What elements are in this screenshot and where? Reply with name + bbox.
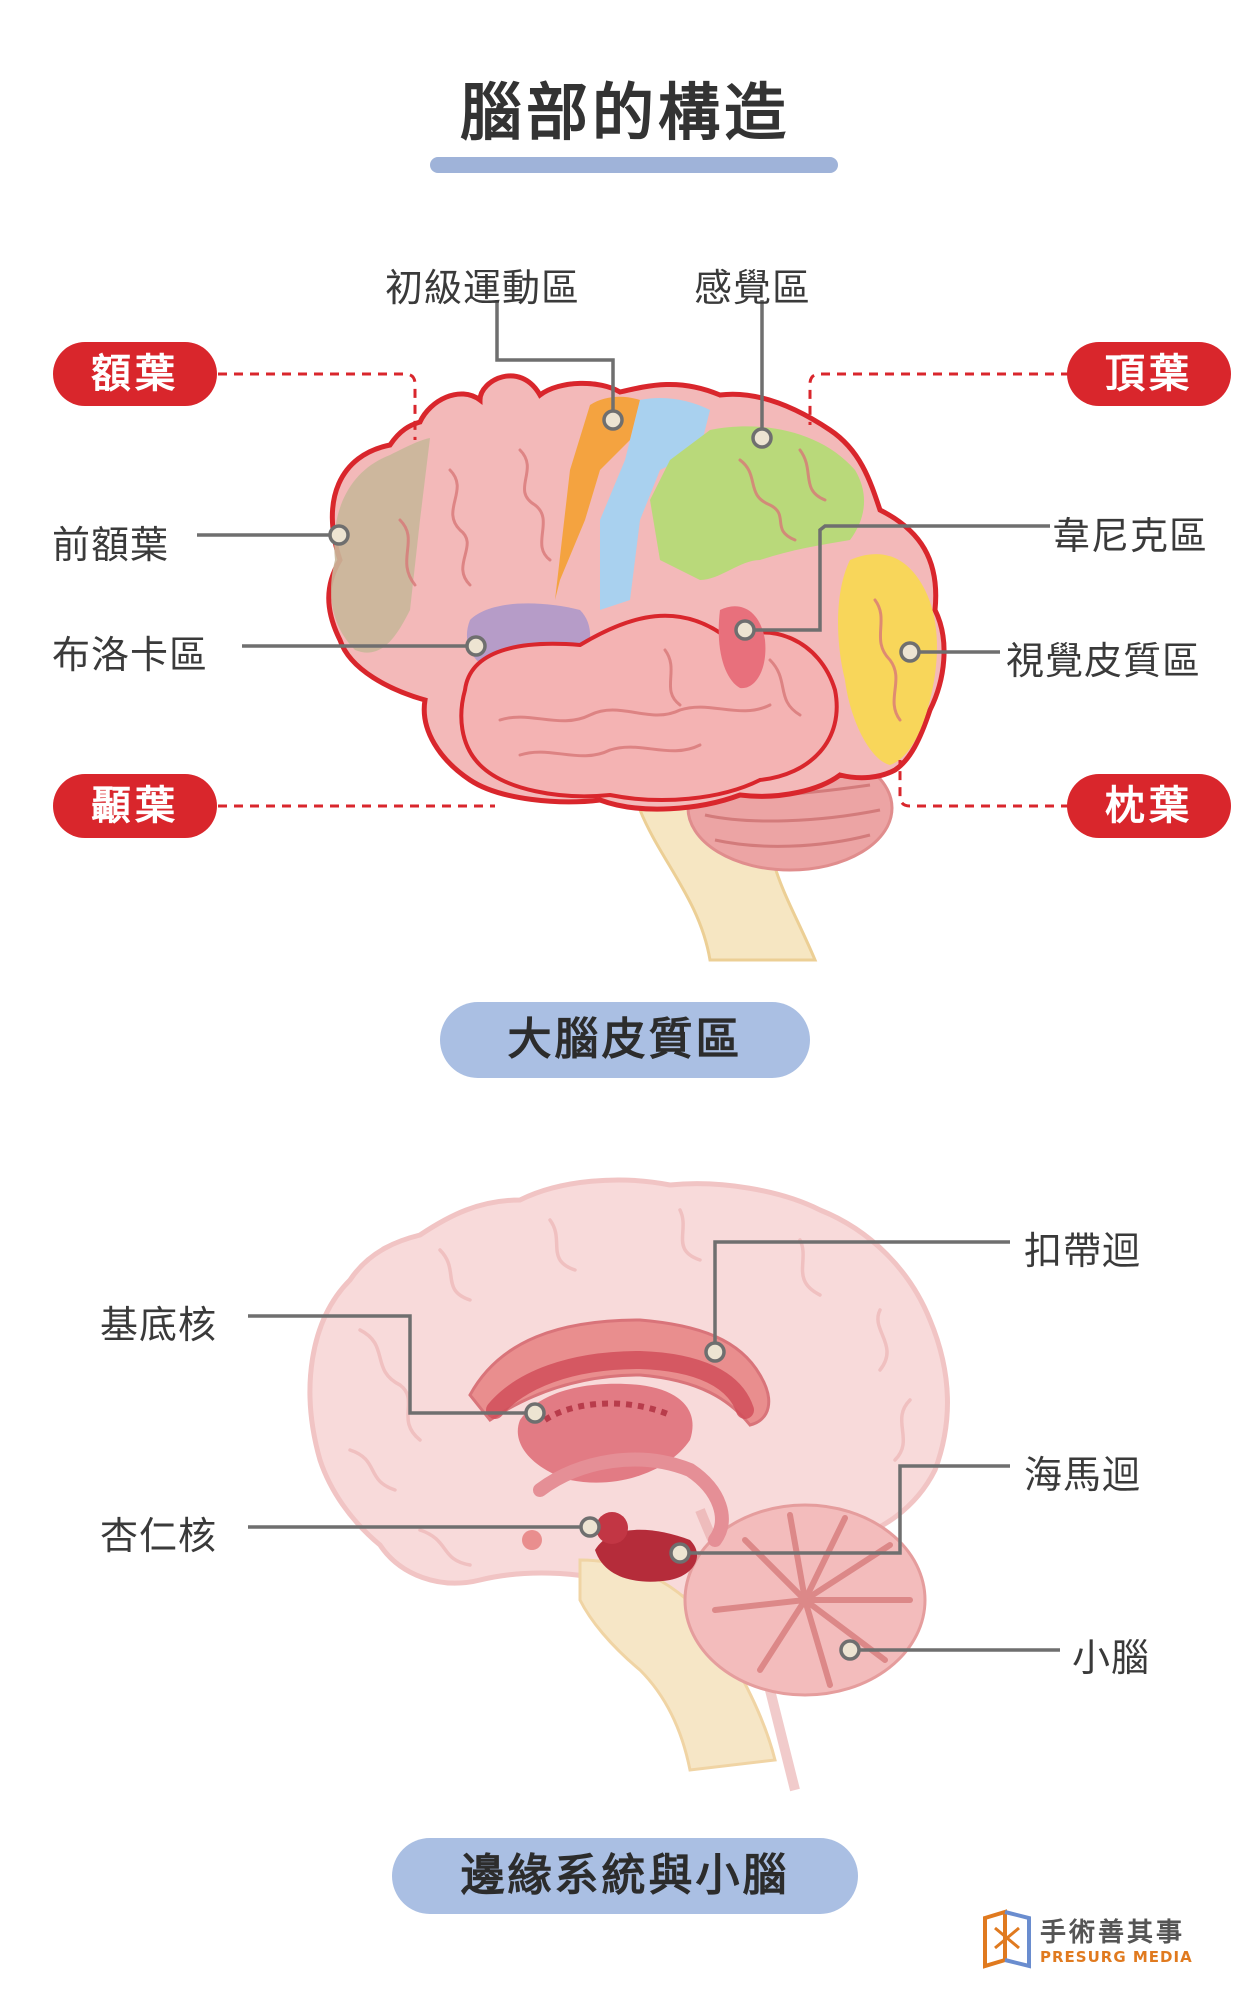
- lobe-connectors: [218, 372, 1070, 808]
- page-title: 腦部的構造: [459, 76, 790, 149]
- label-basal-ganglia: 基底核: [100, 1303, 218, 1347]
- limbic-dots: [524, 1341, 861, 1661]
- label-wernicke: 韋尼克區: [1052, 514, 1209, 558]
- cortex-illustration: [326, 373, 947, 962]
- frontal-lobe-badge: 額葉: [53, 342, 217, 406]
- visual-cortex-area: [838, 554, 937, 765]
- limbic-illustration: [307, 1177, 950, 1792]
- section-pill-limbic: 邊緣系統與小腦: [392, 1838, 858, 1914]
- label-broca: 布洛卡區: [52, 633, 209, 677]
- label-primary-motor: 初級運動區: [385, 266, 581, 310]
- label-hippocampus: 海馬迴: [1024, 1453, 1142, 1497]
- sagittal-brainstem: [578, 1558, 777, 1772]
- occipital-lobe-badge: 枕葉: [1067, 774, 1231, 838]
- primary-motor-area: [555, 396, 640, 600]
- logo-name-en: PRESURG MEDIA: [1040, 1948, 1193, 1966]
- title-underline: [430, 157, 838, 173]
- label-cerebellum: 小腦: [1072, 1636, 1151, 1680]
- sensory-area: [650, 426, 865, 580]
- label-sensory: 感覺區: [694, 266, 812, 310]
- region-leaders: [197, 300, 1050, 654]
- temporal-lobe-badge: 顳葉: [53, 774, 217, 838]
- label-prefrontal: 前額葉: [52, 523, 170, 567]
- prefrontal-area: [331, 438, 430, 653]
- region-dots: [328, 409, 921, 663]
- logo-mark: [983, 1909, 1031, 1969]
- label-amygdala: 杏仁核: [100, 1514, 218, 1558]
- amygdala: [596, 1512, 628, 1544]
- hippocampus: [595, 1529, 698, 1582]
- cingulate-gyrus: [468, 1318, 771, 1427]
- section-pill-cortex: 大腦皮質區: [440, 1002, 810, 1078]
- label-cingulate: 扣帶迴: [1024, 1229, 1142, 1273]
- limbic-leaders: [248, 1240, 1060, 1652]
- label-visual-cortex: 視覺皮質區: [1006, 639, 1202, 683]
- logo-name: 手術善其事: [1040, 1918, 1186, 1948]
- parietal-lobe-badge: 頂葉: [1067, 342, 1231, 406]
